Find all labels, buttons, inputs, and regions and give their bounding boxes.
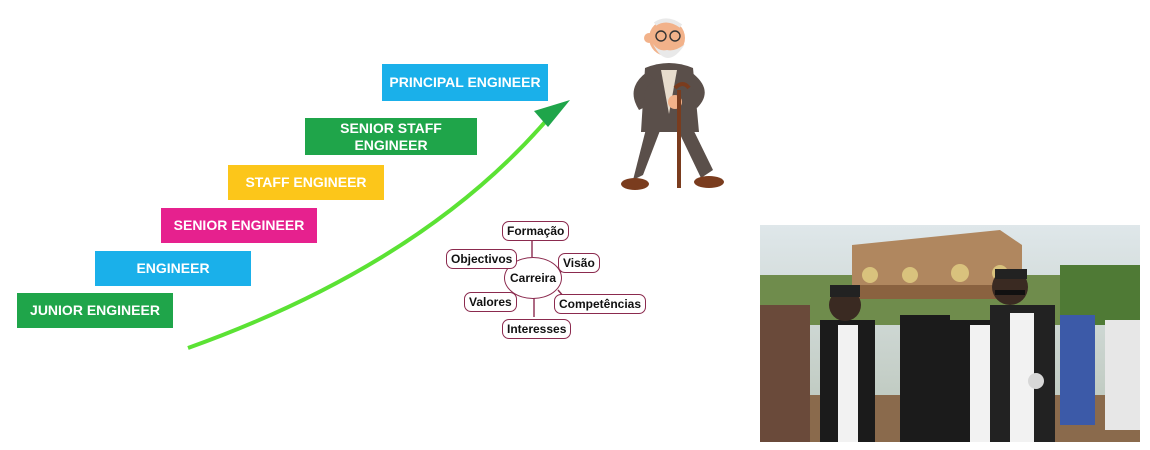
step-senior-staff-engineer: SENIOR STAFF ENGINEER bbox=[305, 118, 477, 155]
coffin-dance-photo-drawing bbox=[760, 225, 1140, 442]
mindmap-node-interesses: Interesses bbox=[502, 319, 572, 339]
step-staff-engineer: STAFF ENGINEER bbox=[228, 165, 384, 200]
coffin-dance-pallbearers-photo bbox=[760, 225, 1140, 442]
mindmap-node-valores: Valores bbox=[464, 292, 517, 312]
step-junior-engineer: JUNIOR ENGINEER bbox=[17, 293, 173, 328]
mindmap-node-formacao: Formação bbox=[502, 221, 570, 241]
growth-arrow-line bbox=[187, 120, 547, 350]
mindmap-node-objectivos: Objectivos bbox=[446, 249, 518, 269]
step-engineer: ENGINEER bbox=[95, 251, 251, 286]
mindmap-node-competencias: Competências bbox=[554, 294, 647, 314]
step-principal-engineer: PRINCIPAL ENGINEER bbox=[382, 64, 548, 101]
old-man-with-cane-icon bbox=[621, 18, 724, 190]
growth-arrow-head bbox=[534, 100, 570, 127]
step-senior-engineer: SENIOR ENGINEER bbox=[161, 208, 317, 243]
mindmap-center-carreira: Carreira bbox=[504, 257, 562, 299]
career-mindmap: Carreira Formação Objectivos Visão Valor… bbox=[440, 215, 647, 345]
mindmap-node-visao: Visão bbox=[558, 253, 600, 273]
